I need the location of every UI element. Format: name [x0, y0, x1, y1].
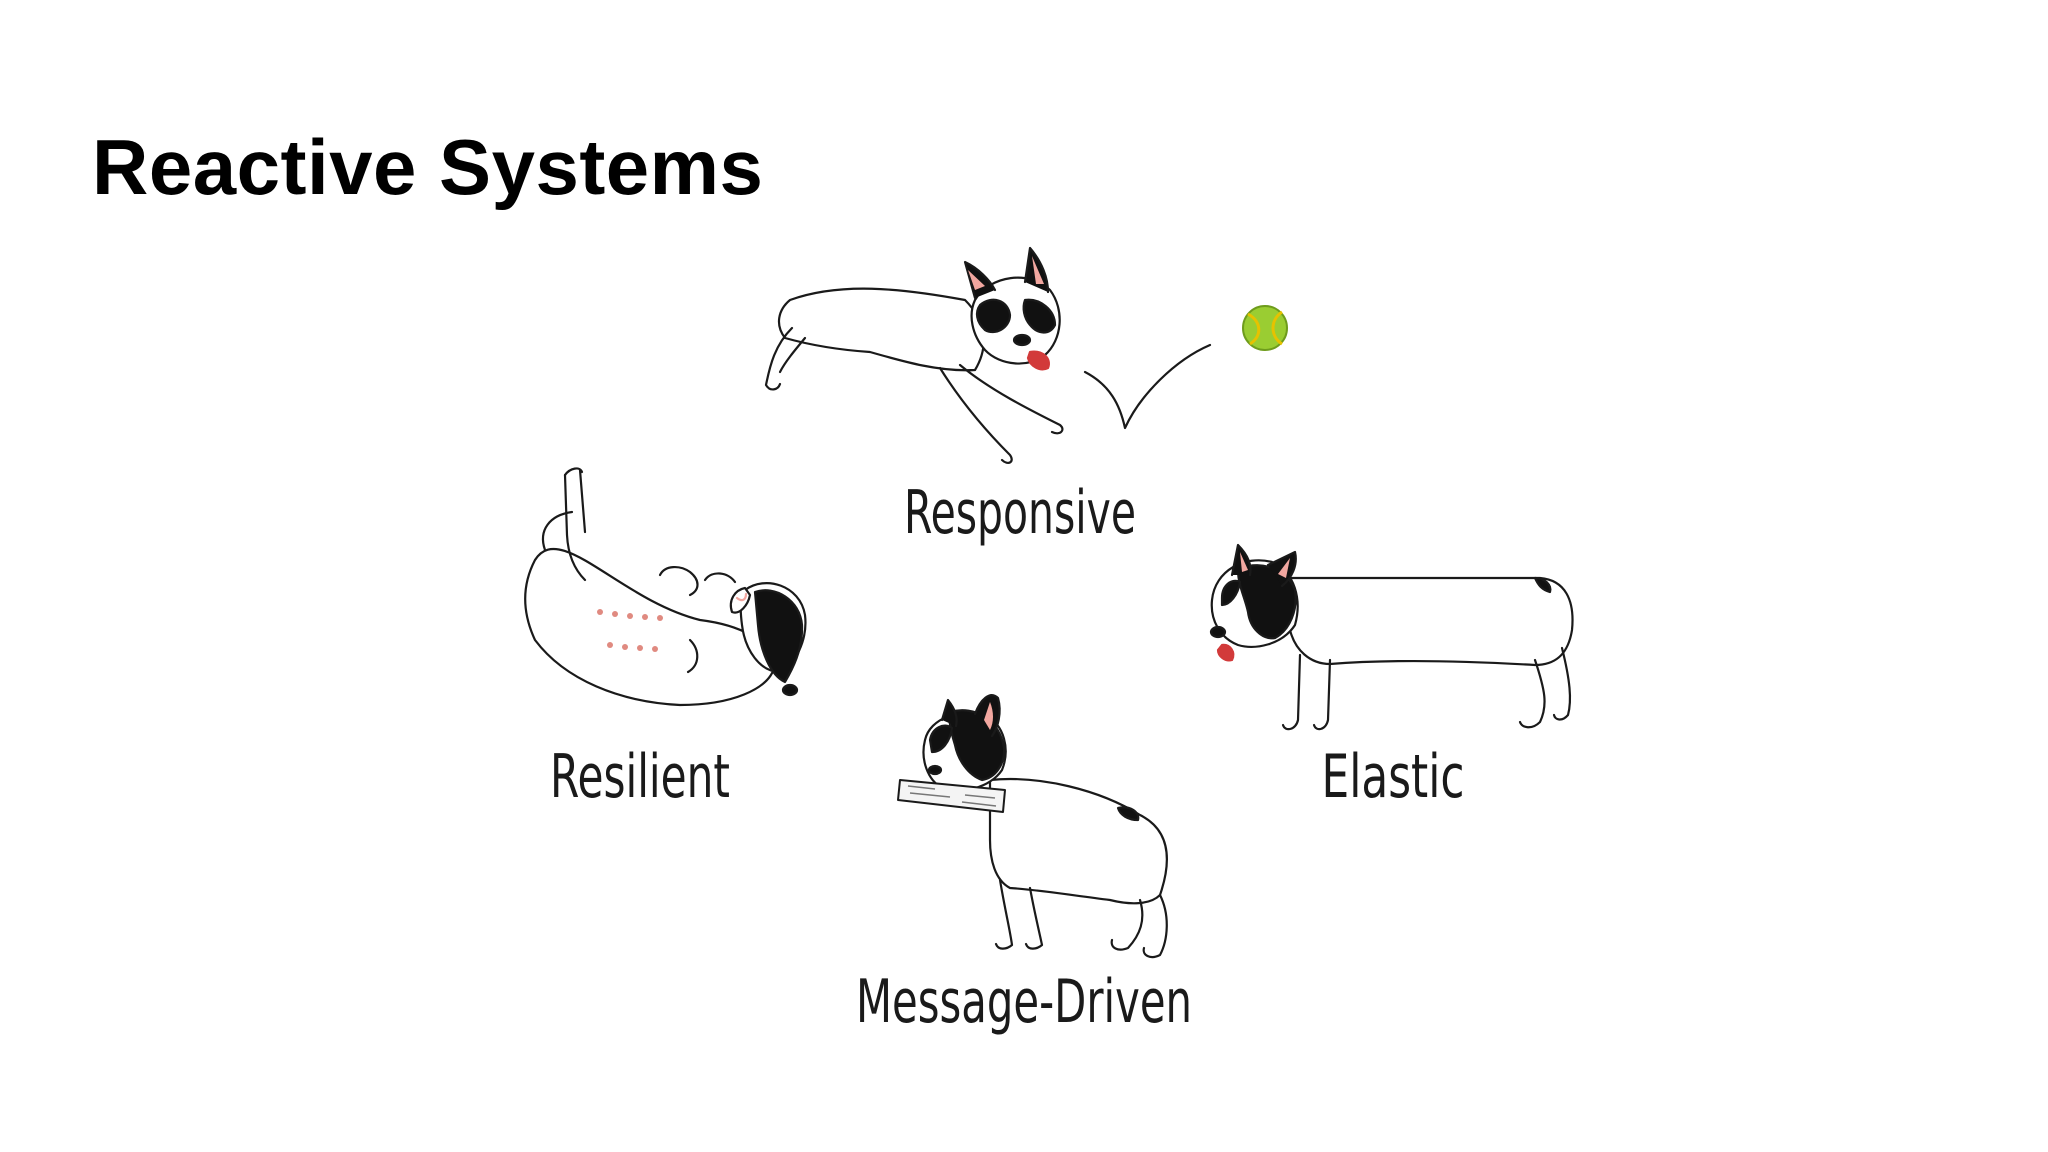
- slide-title: Reactive Systems: [92, 123, 764, 211]
- tennis-ball-icon: [1242, 305, 1288, 351]
- label-message-driven: Message-Driven: [856, 967, 1192, 1037]
- label-resilient: Resilient: [550, 742, 730, 812]
- message-driven-dog: [922, 694, 1168, 959]
- label-responsive: Responsive: [904, 478, 1136, 548]
- responsive-dog: [764, 246, 1212, 464]
- elastic-dog: [1209, 543, 1574, 731]
- resilient-dog: [524, 467, 807, 707]
- newspaper-icon: [897, 779, 1006, 813]
- label-elastic: Elastic: [1322, 742, 1465, 812]
- belly-dots: [597, 609, 663, 652]
